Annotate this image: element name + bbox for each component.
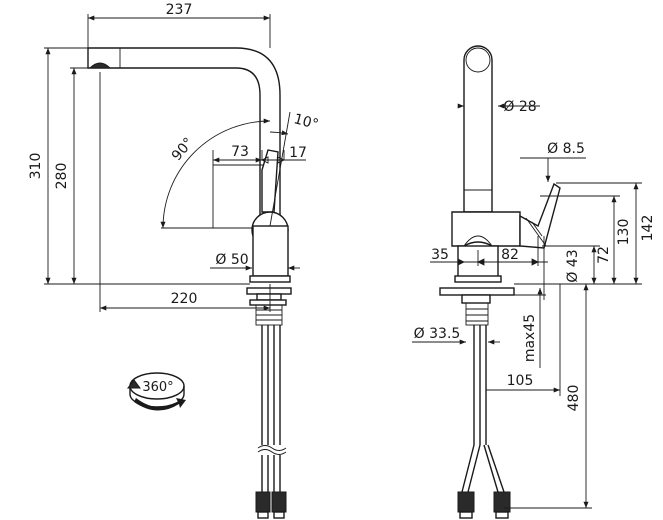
front-base xyxy=(252,225,289,277)
rotation-badge: 360° xyxy=(127,372,186,411)
dim-hose-length: 480 xyxy=(566,385,582,412)
dim-shank-dia: Ø 33.5 xyxy=(414,326,461,342)
front-aerator xyxy=(88,62,112,69)
dim-lever-width: 17 xyxy=(289,145,307,161)
side-hoses xyxy=(457,325,511,519)
dim-height-total: 310 xyxy=(28,153,44,180)
side-spout xyxy=(463,45,493,213)
rotation-arrow-icon xyxy=(134,398,186,411)
dim-swing-angle: 90° xyxy=(169,135,197,164)
side-body xyxy=(451,211,521,247)
front-hoses xyxy=(255,325,287,519)
dim-hose-offset: 105 xyxy=(507,373,534,389)
dim-max-thickness: max45 xyxy=(522,314,538,362)
front-view: 237 310 280 220 73 17 90° 10° Ø 50 xyxy=(28,2,320,519)
side-view: Ø 28 Ø 8.5 35 82 Ø 43 72 130 142 Ø 33.5 xyxy=(412,45,656,519)
side-mount-plate xyxy=(439,287,515,296)
dim-body-left: 35 xyxy=(431,247,449,263)
dim-lever-angle: 10° xyxy=(292,111,320,133)
dim-h142: 142 xyxy=(640,215,656,242)
side-lever xyxy=(519,182,561,249)
front-mount-plate xyxy=(246,287,292,295)
dim-reach: 220 xyxy=(171,291,198,307)
dim-spout-dia: Ø 28 xyxy=(503,99,536,115)
dim-width-top: 237 xyxy=(166,2,193,18)
rotation-label: 360° xyxy=(142,380,173,395)
dim-lever-offset: 73 xyxy=(231,144,249,160)
dim-lever-dia: Ø 8.5 xyxy=(547,141,585,157)
dim-height-spout: 280 xyxy=(54,163,70,190)
dim-body-dia: Ø 50 xyxy=(215,252,248,268)
dim-body-right: 82 xyxy=(501,247,519,263)
dim-h130: 130 xyxy=(616,219,632,246)
dim-base-dia: Ø 43 xyxy=(565,249,581,282)
dim-h72: 72 xyxy=(596,246,612,264)
